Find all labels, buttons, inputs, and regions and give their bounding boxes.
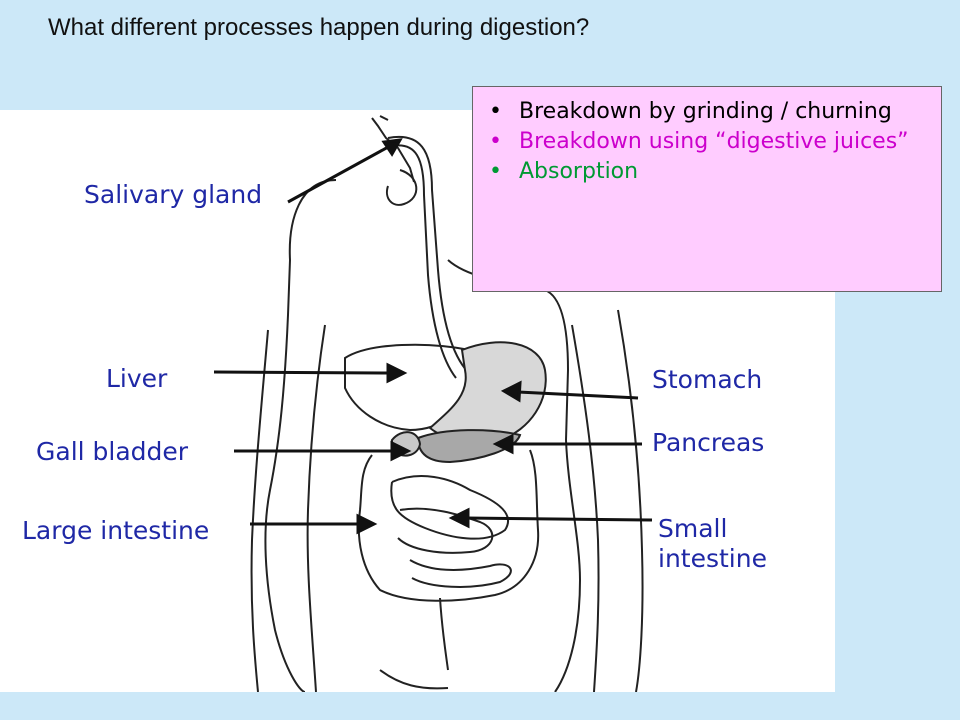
nose-mark <box>379 115 389 121</box>
label-small-intestine: Small intestine <box>658 514 767 573</box>
rectum-shape <box>439 597 449 671</box>
bullet-icon: • <box>489 129 502 154</box>
arrow-salivary-gland <box>287 144 391 204</box>
bullet-icon: • <box>489 159 502 184</box>
process-item: • Breakdown using “digestive juices” <box>483 127 927 157</box>
arm-outer-left <box>250 329 269 692</box>
arrowhead-pancreas <box>492 433 514 455</box>
process-text: Breakdown using “digestive juices” <box>519 129 909 154</box>
large-intestine-frame <box>357 449 540 602</box>
arrowhead-liver <box>386 362 408 384</box>
process-text: Breakdown by grinding / churning <box>519 99 892 124</box>
bullet-icon: • <box>489 99 502 124</box>
label-liver: Liver <box>106 364 168 393</box>
arm-inner-left <box>306 324 326 692</box>
arrow-stomach <box>517 390 639 400</box>
slide-heading: What different processes happen during d… <box>48 14 590 41</box>
oesophagus-right <box>391 144 457 379</box>
arrowhead-stomach <box>500 380 522 403</box>
arrow-small-intestine <box>465 516 653 522</box>
salivary-gland-shape <box>386 169 418 206</box>
label-large-intestine: Large intestine <box>22 516 210 545</box>
label-stomach: Stomach <box>652 365 763 394</box>
small-intestine-coil-1 <box>390 475 510 540</box>
arrow-liver <box>213 370 393 375</box>
small-intestine-coil-3 <box>409 559 512 588</box>
digestive-system-diagram <box>213 115 653 692</box>
process-text: Absorption <box>519 159 639 184</box>
body-outline-left <box>264 179 337 692</box>
processes-callout: • Breakdown by grinding / churning • Break… <box>472 86 942 292</box>
small-intestine-coil-2 <box>397 507 494 554</box>
body-outline-right <box>447 259 582 692</box>
arrowhead-salivary-gland <box>381 138 403 157</box>
oesophagus-left <box>387 135 469 373</box>
processes-list: • Breakdown by grinding / churning • Break… <box>483 97 927 187</box>
arm-inner-right <box>571 324 600 692</box>
arrowhead-large-intestine <box>356 513 378 535</box>
arm-outer-right <box>617 309 644 692</box>
arrowhead-gall-bladder <box>390 440 412 462</box>
arrowhead-small-intestine <box>448 507 470 529</box>
label-salivary-gland: Salivary gland <box>84 180 263 209</box>
lower-body-curve <box>379 669 449 690</box>
label-pancreas: Pancreas <box>652 428 765 457</box>
process-item: • Absorption <box>483 157 927 187</box>
process-item: • Breakdown by grinding / churning <box>483 97 927 127</box>
label-gall-bladder: Gall bladder <box>36 437 189 466</box>
